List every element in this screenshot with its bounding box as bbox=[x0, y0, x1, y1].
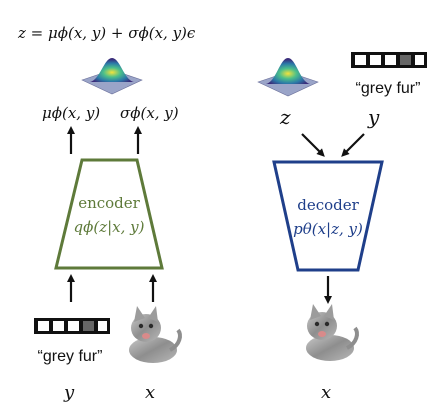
decoder-distribution: pθ(x|z, y) bbox=[293, 220, 363, 238]
encoder-output-sigma: σϕ(x, y) bbox=[120, 104, 179, 122]
reparameterization-formula: z = μϕ(x, y) + σϕ(x, y)ϵ bbox=[17, 24, 196, 42]
encoder-onehot-caption: “grey fur” bbox=[38, 348, 103, 365]
decoder-input-z-label: z bbox=[279, 105, 291, 129]
encoder-input-x-label: x bbox=[145, 382, 155, 403]
arrow-y-to-decoder bbox=[341, 133, 365, 157]
encoder-output-mu: μϕ(x, y) bbox=[42, 104, 100, 122]
encoder-input-y-label: y bbox=[63, 382, 75, 403]
encoder-block bbox=[54, 158, 164, 270]
encoder-cat-photo-icon bbox=[129, 306, 182, 363]
decoder-title: decoder bbox=[297, 196, 359, 214]
decoder-input-y-label: y bbox=[367, 105, 380, 129]
arrow-z-to-decoder bbox=[301, 133, 325, 157]
encoder-onehot-vector bbox=[34, 318, 110, 334]
encoder-title: encoder bbox=[78, 194, 140, 212]
encoder-distribution: qϕ(z|x, y) bbox=[74, 218, 145, 236]
decoder-onehot-caption: “grey fur” bbox=[356, 80, 421, 97]
decoder-gaussian-surface-icon bbox=[257, 58, 319, 97]
gaussian-surface-icon bbox=[81, 58, 143, 95]
decoder-cat-photo-icon bbox=[306, 304, 359, 361]
decoder-onehot-vector bbox=[351, 52, 427, 68]
decoder-output-x-label: x bbox=[321, 382, 331, 403]
decoder-block bbox=[272, 160, 384, 272]
